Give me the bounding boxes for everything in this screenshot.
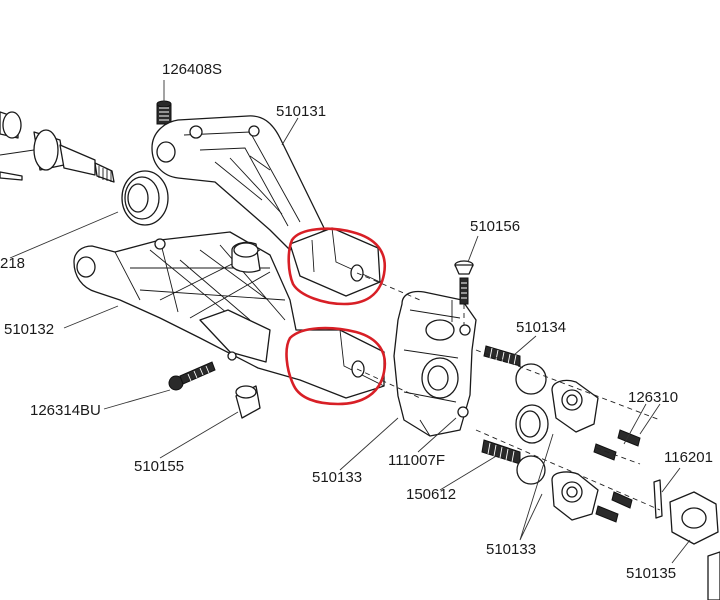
bearing-ring-small bbox=[515, 404, 549, 444]
set-screw-126408S bbox=[156, 100, 172, 125]
rod-end-upper bbox=[551, 379, 599, 433]
label-510131: 510131 bbox=[276, 103, 326, 120]
screws-126310 bbox=[593, 429, 641, 523]
lower-arm-510132 bbox=[73, 231, 385, 399]
label-116201: 116201 bbox=[664, 449, 713, 466]
part-labels: 126408S 510131 218 510156 510132 510134 … bbox=[0, 61, 713, 582]
upper-arm-510131 bbox=[151, 115, 381, 297]
label-126408S: 126408S bbox=[162, 61, 222, 78]
highlight-upper-arm-mount bbox=[287, 227, 387, 306]
ball-stud-150612 bbox=[481, 439, 546, 485]
label-510155: 510155 bbox=[134, 458, 184, 475]
label-510133-a: 510133 bbox=[312, 469, 362, 486]
label-510133-b: 510133 bbox=[486, 541, 536, 558]
label-218: 218 bbox=[0, 255, 25, 272]
label-510134: 510134 bbox=[516, 319, 566, 336]
leader-lines bbox=[9, 80, 691, 564]
bushing-510155 bbox=[235, 385, 261, 419]
assembly-lines bbox=[356, 272, 661, 511]
label-510135: 510135 bbox=[626, 565, 676, 582]
ball-stud-510134 bbox=[483, 345, 547, 395]
pin-116201 bbox=[653, 479, 663, 519]
label-126314BU: 126314BU bbox=[30, 402, 101, 419]
axle-cup bbox=[0, 111, 115, 183]
label-510132: 510132 bbox=[4, 321, 54, 338]
rod-end-lower bbox=[551, 471, 599, 521]
label-510156: 510156 bbox=[470, 218, 520, 235]
highlight-lower-arm-mount bbox=[285, 326, 387, 406]
screw-126314BU bbox=[168, 361, 216, 391]
label-126310: 126310 bbox=[628, 389, 678, 406]
hub-carrier-510133 bbox=[393, 290, 477, 437]
highlight-marks bbox=[285, 227, 387, 406]
screw-510156 bbox=[454, 260, 474, 305]
label-150612: 150612 bbox=[406, 486, 456, 503]
bearing-ring bbox=[121, 170, 169, 226]
nut-510135 bbox=[669, 491, 720, 600]
label-111007F: 111007F bbox=[388, 452, 445, 469]
